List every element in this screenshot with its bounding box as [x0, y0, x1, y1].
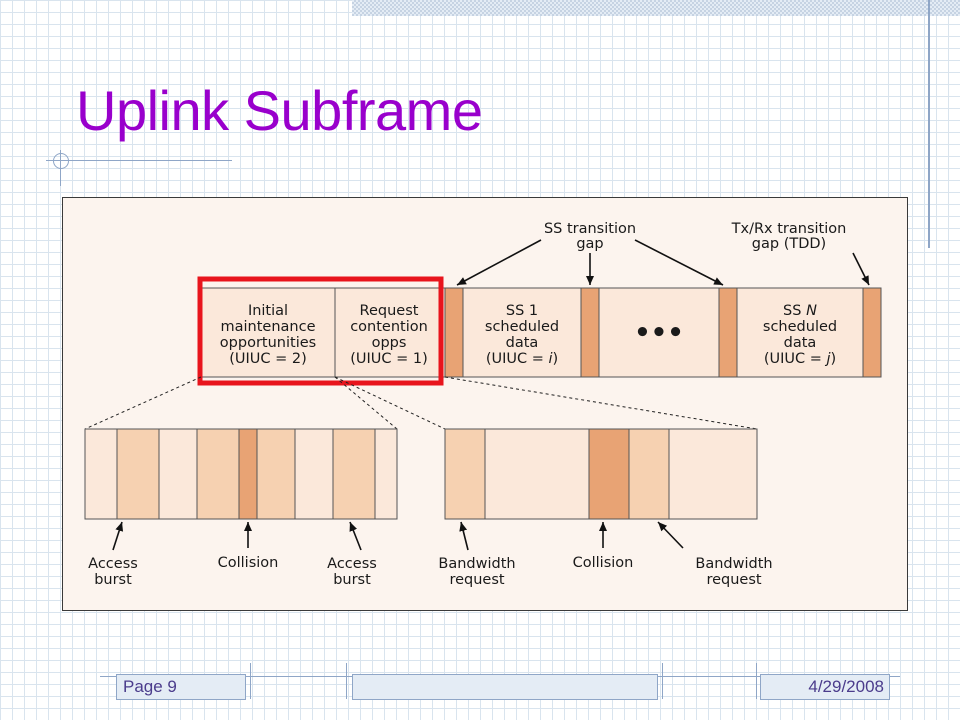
collision-label-a: Collision: [218, 555, 279, 571]
ssn-label-line3: data: [784, 335, 817, 351]
ss-transition-gap-2: [580, 287, 600, 378]
footer-tick-4: [756, 663, 757, 699]
projection-lines: [84, 376, 758, 430]
bandwidth-request-arrow-a: [459, 521, 469, 551]
access-burst-label-b-line1: Access: [327, 556, 377, 572]
im-slot-collision: [238, 428, 258, 520]
footer-center-box: [352, 674, 658, 700]
uplink-subframe-figure: Initial maintenance opportunities (UIUC …: [62, 197, 908, 611]
im-slot-8: [332, 428, 376, 520]
initial-maintenance-slot: [200, 287, 336, 378]
ssn-label-line1: SS N: [783, 303, 817, 319]
request-label-line4: (UIUC = 1): [350, 351, 428, 367]
initial-label-line1: Initial: [248, 303, 288, 319]
im-slot-3: [158, 428, 198, 520]
footer-tick-3: [662, 663, 663, 699]
ss-transition-label-line2: gap: [576, 236, 603, 252]
request-label-line2: contention: [350, 319, 428, 335]
right-decorative-line: [928, 0, 930, 248]
contention-highlight-box: [197, 276, 444, 386]
txrx-gap-arrow: [852, 252, 870, 286]
im-slot-4: [196, 428, 240, 520]
ssn-label-line4: (UIUC = j): [764, 351, 836, 367]
request-label-line3: opps: [372, 335, 407, 351]
ss1-label-line4: (UIUC = i): [486, 351, 558, 367]
bottom-arrows: [112, 521, 684, 551]
bandwidth-request-label-a-line1: Bandwidth: [438, 556, 515, 572]
projection-line-1: [84, 376, 202, 430]
txrx-label-line1: Tx/Rx transition: [731, 221, 847, 237]
ss1-label-line1: SS 1: [506, 303, 538, 319]
im-slot-1: [84, 428, 118, 520]
txrx-label-line2: gap (TDD): [752, 236, 826, 252]
collision-label-b: Collision: [573, 555, 634, 571]
ss1-scheduled-slot: [462, 287, 582, 378]
initial-label-line3: opportunities: [220, 335, 316, 351]
rc-slot-5: [668, 428, 758, 520]
uplink-subframe-diagram: Initial maintenance opportunities (UIUC …: [84, 221, 882, 588]
txrx-transition-gap: [862, 287, 882, 378]
ss1-label-line2: scheduled: [485, 319, 559, 335]
access-burst-label-a-line1: Access: [88, 556, 138, 572]
ss1-label-line3: data: [506, 335, 539, 351]
initial-label-line2: maintenance: [221, 319, 316, 335]
slide-date: 4/29/2008: [760, 674, 890, 700]
rc-slot-2: [484, 428, 590, 520]
ss-transition-gap-3: [718, 287, 738, 378]
bandwidth-request-label-b-line2: request: [706, 572, 761, 588]
bandwidth-request-label-b-line1: Bandwidth: [695, 556, 772, 572]
subframe-labels: Initial maintenance opportunities (UIUC …: [220, 221, 847, 367]
transition-arrows: [456, 239, 870, 286]
access-burst-label-b-line2: burst: [333, 572, 371, 588]
top-decorative-band: [352, 0, 960, 16]
slide-title: Uplink Subframe: [76, 79, 483, 142]
ssn-scheduled-slot: [736, 287, 864, 378]
bottom-labels: Access burst Collision Access burst Band…: [88, 555, 772, 588]
request-label-line1: Request: [360, 303, 419, 319]
page-number: Page 9: [116, 674, 246, 700]
projection-line-4: [444, 376, 758, 430]
footer-tick-2: [346, 663, 347, 699]
ssn-label-line2: scheduled: [763, 319, 837, 335]
subframe-row: [200, 287, 882, 378]
rc-slot-1: [444, 428, 486, 520]
ss-transition-label-line1: SS transition: [544, 221, 636, 237]
im-slot-9: [374, 428, 398, 520]
title-circle-mark: [53, 153, 69, 169]
title-underline: [46, 160, 232, 161]
im-slot-6: [256, 428, 296, 520]
projection-line-2: [334, 376, 398, 430]
ellipsis-label: •••: [634, 318, 684, 348]
im-slot-7: [294, 428, 334, 520]
im-slot-2: [116, 428, 160, 520]
ss-transition-gap-1: [444, 287, 464, 378]
initial-label-line4: (UIUC = 2): [229, 351, 307, 367]
bandwidth-request-arrow-b: [657, 521, 684, 549]
access-burst-arrow-b: [349, 521, 362, 551]
projection-line-3: [334, 376, 446, 430]
footer-tick-1: [250, 663, 251, 699]
ss-gap-arrow-3: [634, 239, 724, 286]
bandwidth-request-label-a-line2: request: [449, 572, 504, 588]
ss-gap-arrow-1: [456, 239, 542, 286]
request-contention-slot: [334, 287, 446, 378]
rc-slot-4: [628, 428, 670, 520]
request-contention-expansion: [444, 428, 758, 520]
initial-maintenance-expansion: [84, 428, 398, 520]
access-burst-label-a-line2: burst: [94, 572, 132, 588]
rc-slot-collision: [588, 428, 630, 520]
access-burst-arrow-a: [112, 521, 124, 551]
